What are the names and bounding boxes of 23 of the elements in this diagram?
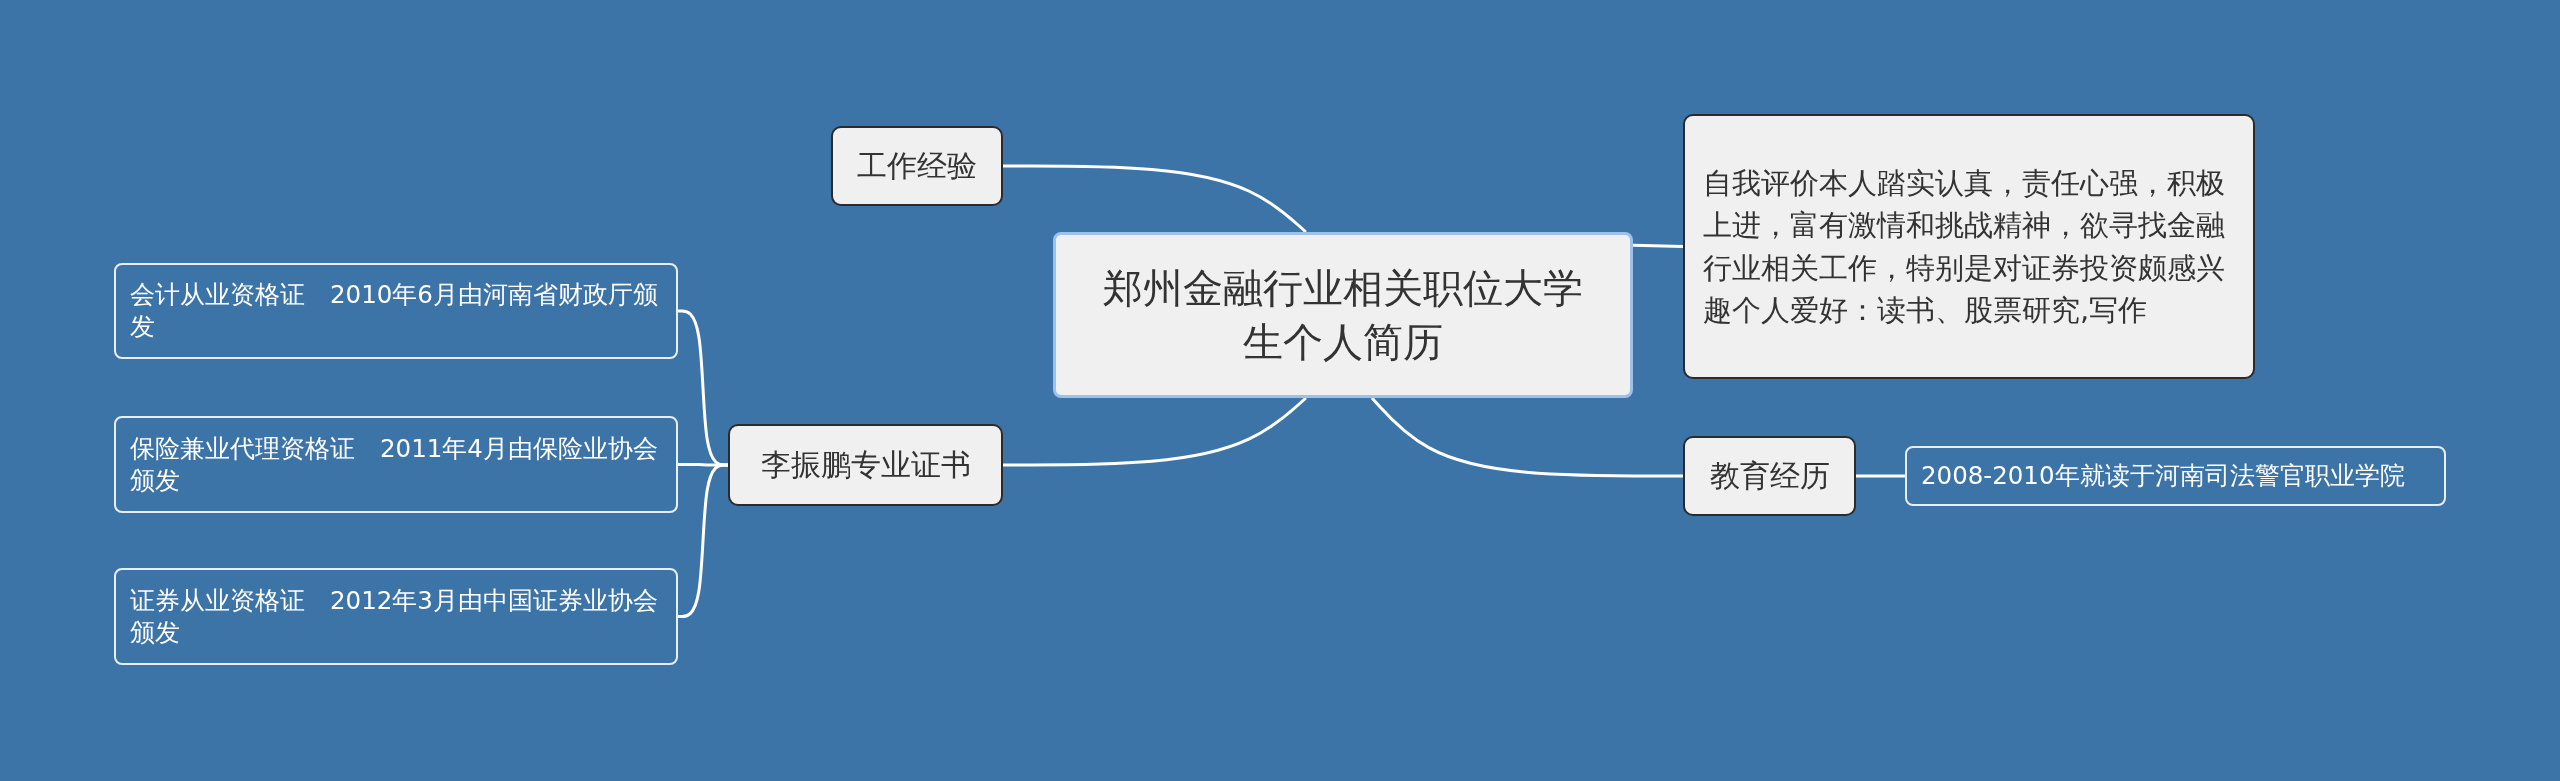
node-text: 李振鹏专业证书	[760, 445, 971, 484]
subtopic-box	[114, 568, 678, 665]
node-text: 会计从业资格证 2010年6月由河南省财政厅颁发	[130, 279, 659, 343]
node-text: 证券从业资格证 2012年3月由中国证券业协会颁发	[130, 584, 659, 649]
node-text: 自我评价本人踏实认真，责任心强，积极上进，富有激情和挑战精神，欲寻找金融行业相关工作，特别是对证券投资颇感兴趣个人爱好：读书、股票研究,写作	[1703, 165, 2226, 329]
connector-line	[1632, 243, 1684, 248]
connector-line	[1003, 396, 1307, 467]
central-topic-box	[1053, 232, 1633, 398]
node-text: 工作经验	[857, 146, 977, 185]
connector-line	[1003, 164, 1307, 234]
text-box	[1683, 114, 2255, 379]
subtopic-box	[114, 416, 678, 513]
subtopic-box	[114, 263, 678, 359]
title-text: 郑州金融行业相关职位大学生个人简历	[1102, 264, 1584, 367]
node-text: 教育经历	[1709, 456, 1830, 495]
topic-box	[728, 424, 1003, 506]
subtopic-box	[1905, 446, 2446, 506]
node-text: 保险兼业代理资格证 2011年4月由保险业协会颁发	[130, 432, 659, 497]
connector-line	[1370, 397, 1683, 478]
topic-box	[831, 126, 1003, 206]
topic-box	[1683, 436, 1856, 516]
connector-line	[1856, 474, 1905, 478]
node-text: 2008-2010年就读于河南司法警官职业学院	[1921, 460, 2405, 492]
